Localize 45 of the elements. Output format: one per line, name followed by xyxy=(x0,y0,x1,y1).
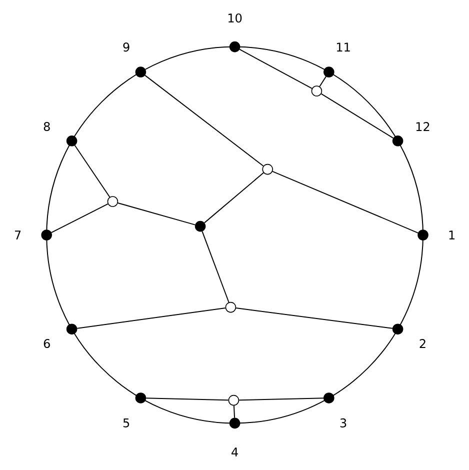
vertex-label: 2 xyxy=(420,339,426,348)
filled-dot xyxy=(41,230,52,240)
edge-line xyxy=(320,93,394,139)
vertex-label: 12 xyxy=(416,122,430,131)
edge-line xyxy=(233,405,236,418)
vertex-label: 6 xyxy=(44,338,50,348)
edge-line xyxy=(144,74,264,167)
edge-line xyxy=(202,230,230,303)
vertex-label: 5 xyxy=(123,418,130,428)
open-circle xyxy=(262,164,273,175)
open-circle xyxy=(311,86,322,96)
vertex-label: 10 xyxy=(228,13,242,23)
filled-dot xyxy=(324,392,334,404)
edge-line xyxy=(117,202,196,226)
filled-dot xyxy=(324,66,334,78)
filled-dot xyxy=(135,66,146,78)
vertex-label: 9 xyxy=(123,42,130,52)
filled-dot xyxy=(392,136,404,146)
vertex-label: 11 xyxy=(336,42,350,52)
edge-line xyxy=(50,203,108,234)
filled-dot xyxy=(392,324,404,334)
filled-dot xyxy=(418,230,428,240)
filled-dot xyxy=(194,220,206,232)
filled-dot xyxy=(229,41,240,52)
edge-line xyxy=(238,398,324,401)
open-circle xyxy=(228,394,240,406)
edge-line xyxy=(76,308,226,329)
open-circle xyxy=(225,302,236,313)
edge-line xyxy=(236,308,393,329)
edge-line xyxy=(272,170,419,234)
vertex-label: 8 xyxy=(44,122,50,132)
edge-line xyxy=(74,144,110,198)
open-circle xyxy=(107,196,118,207)
vertex-label: 7 xyxy=(14,230,21,240)
filled-dot xyxy=(66,136,78,146)
vertex-label: 4 xyxy=(232,448,238,456)
edge-line xyxy=(204,172,264,224)
edge-line xyxy=(319,76,326,87)
filled-dot xyxy=(135,392,146,404)
vertex-label: 3 xyxy=(340,418,346,428)
edge-line xyxy=(239,48,312,89)
filled-dot xyxy=(66,324,78,334)
filled-dot xyxy=(229,418,240,429)
edge-line xyxy=(146,398,229,401)
vertex-label: 1 xyxy=(449,230,454,240)
